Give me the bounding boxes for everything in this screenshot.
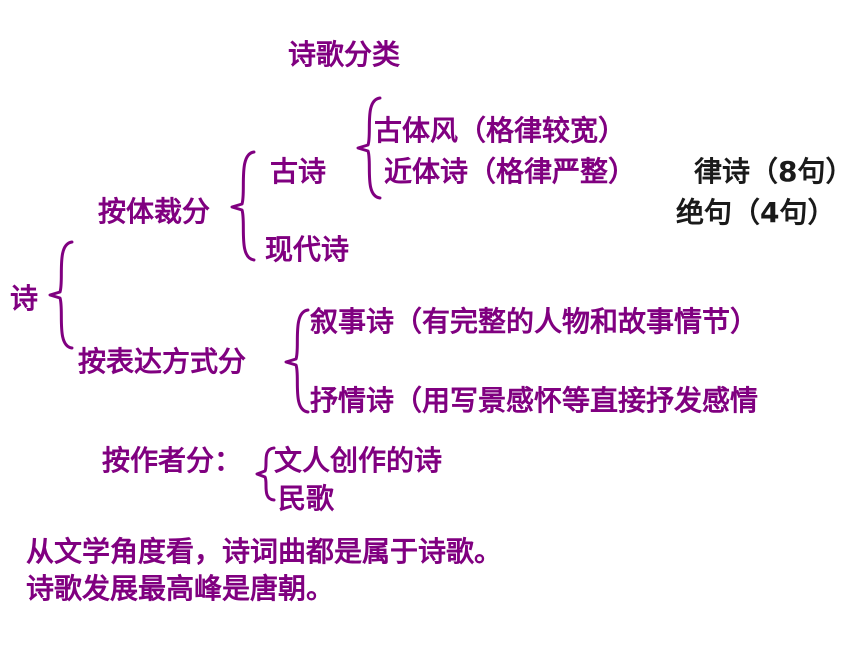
narrative-poetry-node: 叙事诗（有完整的人物和故事情节） <box>310 305 759 338</box>
modern-poetry-node: 现代诗 <box>265 233 350 266</box>
by-expression-brace <box>284 308 310 414</box>
gutifeng-node: 古体风（格律较宽） <box>374 114 627 147</box>
jueju-node: 绝句（4句） <box>676 196 836 229</box>
literati-poetry-node: 文人创作的诗 <box>274 444 443 477</box>
by-expression-label: 按表达方式分 <box>78 345 247 378</box>
folk-song-node: 民歌 <box>278 482 335 515</box>
note-line-2: 诗歌发展最高峰是唐朝。 <box>26 572 335 605</box>
ancient-poetry-node: 古诗 <box>270 155 327 188</box>
by-form-label: 按体裁分 <box>98 195 211 228</box>
jintishi-node: 近体诗（格律严整） <box>384 155 637 188</box>
root-brace <box>48 240 74 350</box>
by-author-brace <box>255 446 276 502</box>
root-node: 诗 <box>10 282 39 315</box>
by-form-brace <box>230 150 256 262</box>
page-title: 诗歌分类 <box>288 38 401 71</box>
lyric-poetry-node: 抒情诗（用写景感怀等直接抒发感情 <box>310 384 759 417</box>
ancient-brace <box>356 96 382 200</box>
by-author-label: 按作者分： <box>102 444 243 477</box>
note-line-1: 从文学角度看，诗词曲都是属于诗歌。 <box>26 535 503 568</box>
lvshi-node: 律诗（8句） <box>694 155 854 188</box>
